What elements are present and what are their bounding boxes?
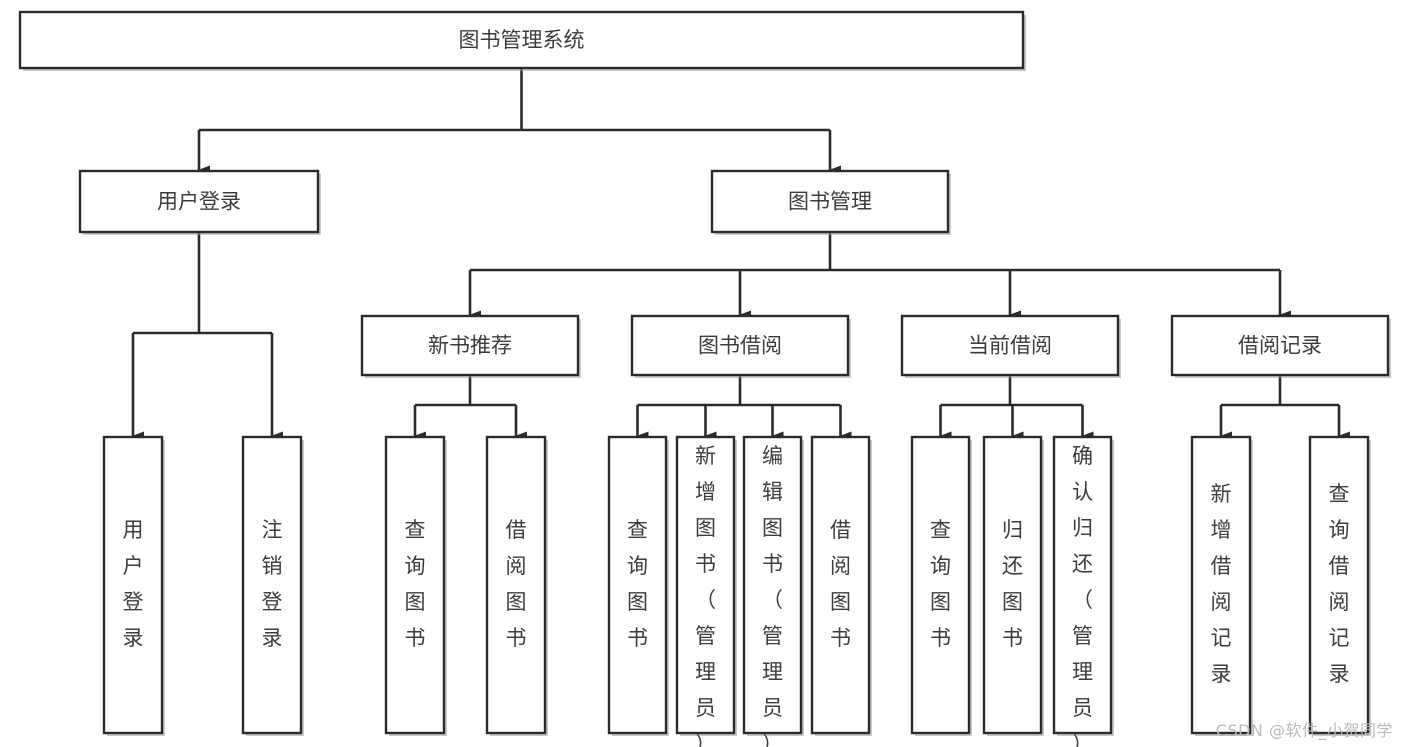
node-box[interactable] [1308, 435, 1370, 735]
node-book-management[interactable]: 图书管理 [710, 169, 951, 235]
node-box[interactable] [675, 435, 736, 735]
node-label: 借阅图书 [830, 518, 851, 650]
node-box[interactable] [1170, 314, 1390, 377]
node-box[interactable] [710, 169, 950, 234]
node-borrow-record[interactable]: 借阅记录 [1170, 314, 1391, 378]
node-label: 图书借阅 [698, 334, 782, 358]
node-book-borrow[interactable]: 图书借阅 [630, 314, 851, 378]
node-label: 注销登录 [262, 518, 283, 650]
node-box[interactable] [1052, 435, 1113, 735]
node-leaf-return-book[interactable]: 归还图书 [982, 435, 1044, 736]
node-box[interactable] [18, 10, 1025, 70]
node-leaf-add-book[interactable]: 新增图书（管理员） [675, 435, 737, 747]
node-label: 编辑图书（管理员） [762, 444, 783, 747]
node-label: 用户登录 [123, 518, 144, 650]
node-label: 查询图书 [627, 518, 648, 650]
node-label: 归还图书 [1002, 518, 1023, 650]
node-label: 查询图书 [405, 518, 426, 650]
node-leaf-query-record[interactable]: 查询借阅记录 [1308, 435, 1371, 736]
node-box[interactable] [102, 435, 164, 735]
node-label: 借阅图书 [506, 518, 527, 650]
node-label: 图书管理系统 [459, 28, 585, 52]
node-leaf-user-login[interactable]: 用户登录 [102, 435, 165, 736]
node-leaf-add-record[interactable]: 新增借阅记录 [1190, 435, 1253, 736]
node-leaf-query-book-1[interactable]: 查询图书 [384, 435, 447, 736]
node-box[interactable] [485, 435, 547, 735]
node-leaf-logout[interactable]: 注销登录 [241, 435, 304, 736]
node-box[interactable] [78, 169, 320, 234]
node-box[interactable] [607, 435, 668, 735]
node-label: 查询图书 [930, 518, 951, 650]
node-label: 图书管理 [788, 190, 872, 214]
node-box[interactable] [810, 435, 871, 735]
edges-layer [131, 68, 1350, 441]
node-leaf-confirm-return[interactable]: 确认归还（管理员） [1052, 435, 1114, 747]
node-leaf-query-book-2[interactable]: 查询图书 [607, 435, 669, 736]
node-label: 借阅记录 [1238, 334, 1322, 358]
node-box[interactable] [982, 435, 1043, 735]
node-box[interactable] [241, 435, 303, 735]
node-box[interactable] [742, 435, 803, 735]
node-label: 确认归还（管理员） [1072, 444, 1093, 747]
csdn-watermark: CSDN @软件_小贺同学 [1215, 721, 1393, 740]
node-leaf-query-book-3[interactable]: 查询图书 [910, 435, 972, 736]
node-user-login[interactable]: 用户登录 [78, 169, 321, 235]
node-leaf-borrow-book-2[interactable]: 借阅图书 [810, 435, 872, 736]
node-label: 新增借阅记录 [1211, 482, 1232, 686]
node-new-book-recommend[interactable]: 新书推荐 [360, 314, 581, 378]
node-box[interactable] [630, 314, 850, 377]
node-current-borrow[interactable]: 当前借阅 [900, 314, 1121, 378]
node-box[interactable] [1190, 435, 1252, 735]
node-label: 当前借阅 [968, 334, 1052, 358]
node-leaf-edit-book[interactable]: 编辑图书（管理员） [742, 435, 804, 747]
nodes-layer: 图书管理系统用户登录图书管理新书推荐图书借阅当前借阅借阅记录用户登录注销登录查询… [18, 10, 1391, 747]
node-label: 用户登录 [157, 190, 241, 214]
node-root[interactable]: 图书管理系统 [18, 10, 1026, 71]
node-box[interactable] [384, 435, 446, 735]
node-label: 新增图书（管理员） [695, 444, 716, 747]
node-box[interactable] [910, 435, 971, 735]
node-label: 查询借阅记录 [1329, 482, 1350, 686]
node-box[interactable] [360, 314, 580, 377]
node-label: 新书推荐 [428, 334, 512, 358]
node-box[interactable] [900, 314, 1120, 377]
node-leaf-borrow-book-1[interactable]: 借阅图书 [485, 435, 548, 736]
